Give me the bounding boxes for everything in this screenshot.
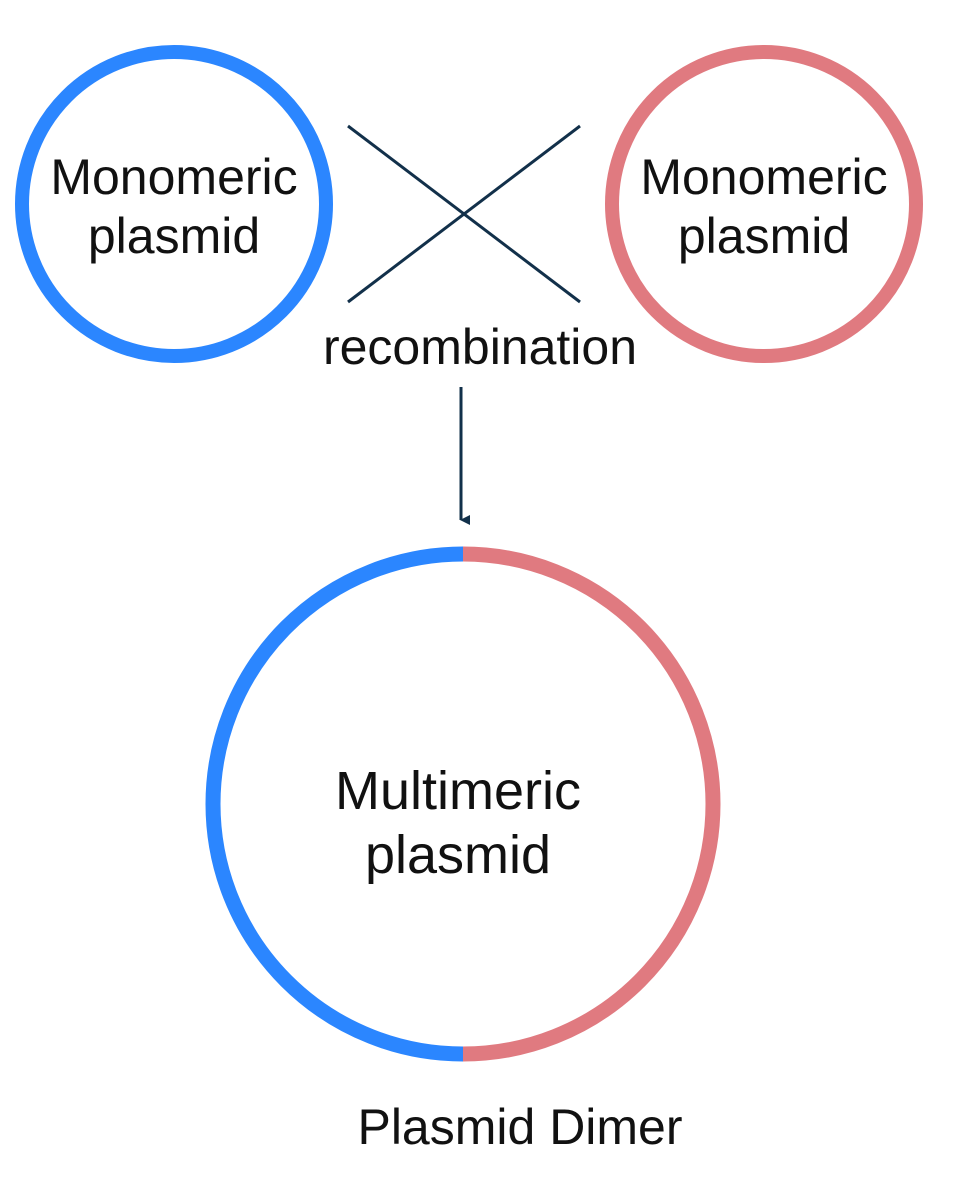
right-monomeric-plasmid-circle — [605, 45, 923, 363]
multimeric-plasmid-label: Multimeric plasmid — [258, 760, 658, 887]
multimeric-plasmid-red-half — [462, 546, 721, 1062]
multimeric-plasmid-label-line2: plasmid — [364, 824, 552, 885]
crossover-line-2 — [347, 124, 581, 304]
multimeric-plasmid-label-line1: Multimeric — [334, 761, 581, 821]
plasmid-dimer-caption: Plasmid Dimer — [357, 1099, 683, 1155]
multimeric-plasmid-blue-half — [205, 546, 464, 1062]
right-plasmid-label: Monomeric plasmid — [604, 148, 924, 266]
recombination-label: recombination — [322, 319, 638, 375]
left-plasmid-label-line2: plasmid — [87, 208, 261, 264]
left-plasmid-label: Monomeric plasmid — [14, 148, 334, 266]
right-plasmid-label-line1: Monomeric — [640, 149, 888, 205]
right-plasmid-label-line2: plasmid — [677, 208, 851, 264]
left-monomeric-plasmid-circle — [15, 45, 333, 363]
left-plasmid-label-line1: Monomeric — [50, 149, 298, 205]
